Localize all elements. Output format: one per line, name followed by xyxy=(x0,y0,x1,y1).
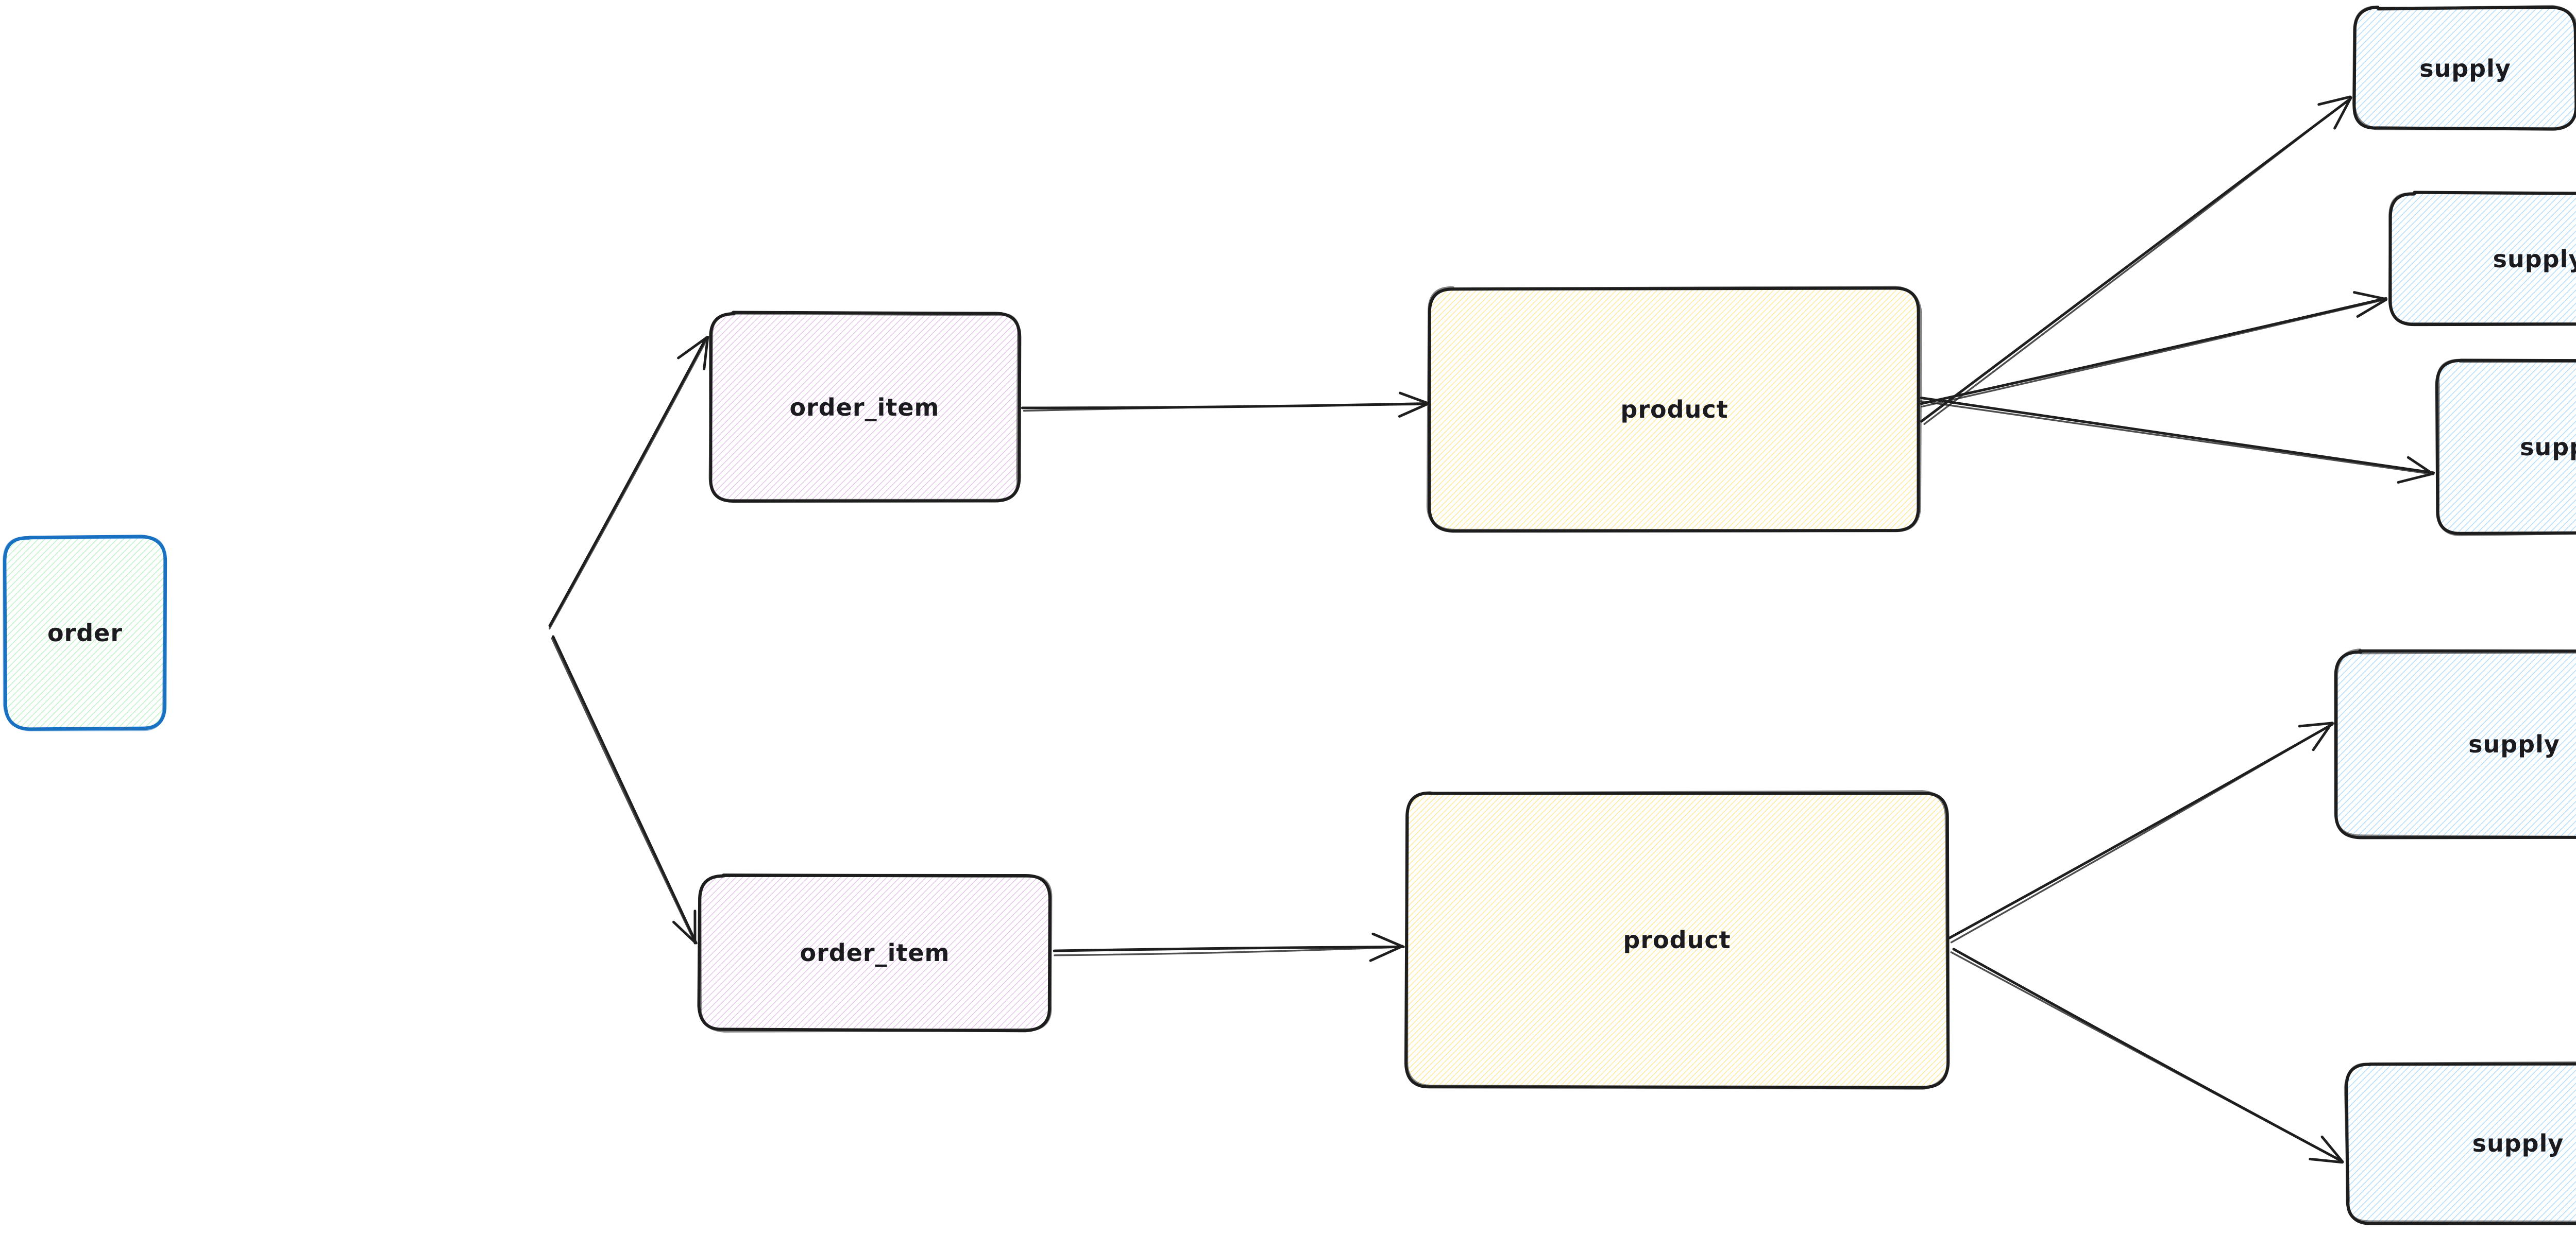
node-supply_3[interactable]: supply xyxy=(2437,361,2576,533)
node-supply_1[interactable]: supply xyxy=(2354,8,2576,129)
node-label: supply xyxy=(2520,433,2576,461)
node-label: product xyxy=(1623,926,1731,954)
node-supply_4[interactable]: supply xyxy=(2336,652,2576,837)
node-label: supply xyxy=(2472,1129,2564,1157)
edge-product_1-to-supply_1 xyxy=(1920,95,2352,425)
edge-product_2-to-supply_4 xyxy=(1948,722,2335,944)
node-label: supply xyxy=(2419,54,2511,82)
node-order[interactable]: order xyxy=(5,537,165,729)
edge-product_2-to-supply_5 xyxy=(1950,948,2344,1164)
node-label: order_item xyxy=(789,393,940,421)
node-product_1[interactable]: product xyxy=(1430,288,1919,530)
edge-order-to-order_item_2 xyxy=(551,635,698,945)
node-label: product xyxy=(1620,396,1728,423)
node-label: order_item xyxy=(800,939,950,967)
node-label: supply xyxy=(2468,730,2560,758)
edge-product_1-to-supply_2 xyxy=(1920,291,2388,408)
node-supply_5[interactable]: supply xyxy=(2347,1064,2576,1223)
node-order_item_2[interactable]: order_item xyxy=(700,876,1050,1030)
node-product_2[interactable]: product xyxy=(1406,793,1947,1087)
node-label: supply xyxy=(2493,245,2576,273)
edge-order_item_1-to-product_1 xyxy=(1021,391,1430,418)
edge-product_1-to-supply_3 xyxy=(1920,397,2435,484)
node-supply_2[interactable]: supply xyxy=(2391,193,2576,324)
node-order_item_1[interactable]: order_item xyxy=(710,313,1019,501)
node-label: order xyxy=(47,619,123,647)
edge-order_item_2-to-product_2 xyxy=(1053,932,1405,962)
edge-order-to-order_item_1 xyxy=(548,336,709,630)
